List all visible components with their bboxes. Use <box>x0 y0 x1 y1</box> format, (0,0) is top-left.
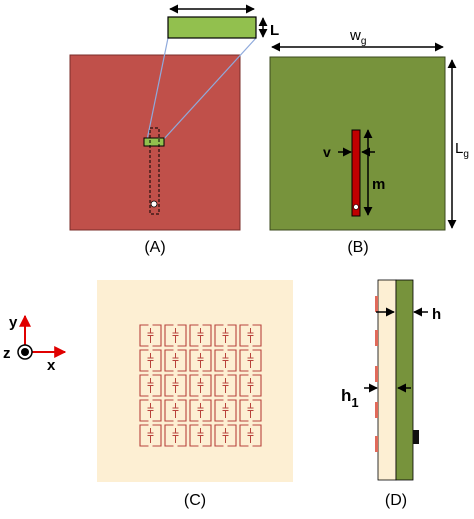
unit-cell <box>164 374 187 397</box>
unit-cell <box>139 374 162 397</box>
dim-label-wg: wg <box>349 27 366 47</box>
unit-cell <box>164 349 187 372</box>
axis-label-z: z <box>3 345 11 362</box>
axis-triad: y z x <box>3 314 67 374</box>
unit-cell <box>189 424 212 447</box>
unit-cell <box>189 399 212 422</box>
dim-label-Lg: Lg <box>455 140 469 160</box>
caption-b: (B) <box>347 239 368 256</box>
unit-cell <box>239 374 262 397</box>
axis-label-y: y <box>9 314 18 331</box>
panel-b: wg Lg v m (B) <box>269 27 469 256</box>
unit-cell <box>239 324 262 347</box>
substrate-top <box>97 280 293 482</box>
panel-d: h h1 (D) <box>341 279 441 509</box>
callout-line-right <box>162 37 257 141</box>
substrate-side-cream <box>377 279 397 481</box>
dim-label-v: v <box>323 144 331 160</box>
unit-cell <box>139 399 162 422</box>
slot-magnified <box>167 16 257 39</box>
unit-cell <box>139 324 162 347</box>
panel-a: L (A) <box>69 4 279 256</box>
callout-line-left <box>146 37 169 141</box>
meta-cell-strip-5 <box>375 436 378 452</box>
meta-cell-strip-2 <box>375 330 378 346</box>
unit-cell <box>239 424 262 447</box>
caption-c: (C) <box>184 492 206 509</box>
dim-label-m: m <box>372 176 385 193</box>
meta-cell-strip-4 <box>375 402 378 418</box>
metasurface-grid <box>139 324 262 447</box>
substrate-side-green <box>395 279 414 481</box>
caption-d: (D) <box>385 492 407 509</box>
dim-label-h: h <box>432 306 441 323</box>
feed-line-outline <box>149 127 160 215</box>
unit-cell <box>239 349 262 372</box>
dim-label-h1: h1 <box>341 386 359 410</box>
unit-cell <box>214 349 237 372</box>
unit-cell <box>214 424 237 447</box>
unit-cell <box>189 324 212 347</box>
axis-label-x: x <box>47 357 56 374</box>
dim-label-L: L <box>270 22 279 39</box>
unit-cell <box>214 374 237 397</box>
unit-cell <box>189 374 212 397</box>
unit-cell <box>189 349 212 372</box>
feed-via <box>353 204 359 210</box>
unit-cell <box>239 399 262 422</box>
unit-cell <box>164 324 187 347</box>
feed-point <box>150 200 158 208</box>
unit-cell <box>164 424 187 447</box>
z-axis-dot <box>21 348 29 356</box>
panel-c: (C) <box>97 280 293 509</box>
unit-cell <box>214 399 237 422</box>
unit-cell <box>164 399 187 422</box>
unit-cell <box>139 424 162 447</box>
unit-cell <box>214 324 237 347</box>
sma-connector <box>413 430 419 444</box>
meta-cell-strip-3 <box>375 366 378 382</box>
feed-line <box>351 129 361 217</box>
unit-cell <box>139 349 162 372</box>
caption-a: (A) <box>144 239 165 256</box>
slot-small <box>143 137 165 147</box>
meta-cell-strip-1 <box>375 296 378 312</box>
